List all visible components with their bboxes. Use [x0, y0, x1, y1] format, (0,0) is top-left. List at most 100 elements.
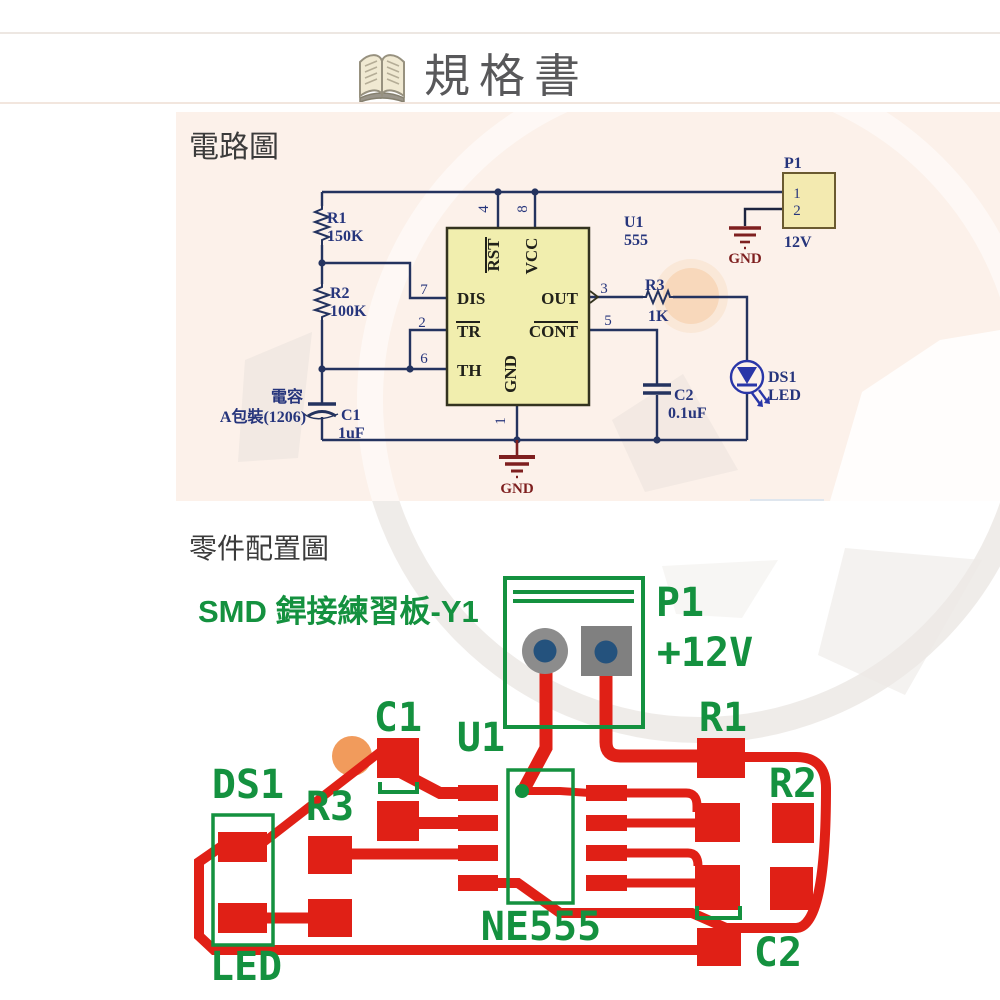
p1-value: 12V [784, 234, 812, 251]
vcc-pin-label: VCC [522, 238, 541, 275]
p1-gnd-label: GND [728, 251, 762, 267]
r3-pad-top [308, 836, 352, 874]
ne555-pad-r4 [586, 875, 627, 891]
p1-connector-symbol: P1 1 2 12V [743, 155, 836, 251]
pcb-traces [194, 666, 832, 955]
pin5-number: 5 [604, 313, 612, 329]
pcb-p1-label: P1 [656, 580, 704, 626]
main-gnd-label: GND [500, 481, 534, 497]
c2-bracket [695, 906, 742, 920]
p1-connector-pads [522, 626, 632, 676]
pad-mid-lower-left [695, 865, 740, 910]
pin2-number: 2 [418, 315, 426, 331]
ds1-pad-top [218, 832, 267, 862]
pin1-number: 1 [493, 417, 509, 425]
r2-pad-left [695, 803, 740, 842]
schematic-wires [311, 190, 783, 442]
c1-capacitor-symbol [302, 402, 339, 420]
pcb-12v-label: +12V [657, 630, 753, 676]
pcb-silkscreen [211, 576, 742, 947]
ne555-pad-r1 [586, 785, 627, 801]
circuit-section-label: 電路圖 [189, 131, 279, 164]
pin3-number: 3 [600, 281, 608, 297]
c1-value: 1uF [338, 425, 365, 442]
open-book-icon [359, 54, 405, 104]
pcb-section-label: 零件配置圖 [189, 533, 329, 564]
watermark-shapes-circuit [238, 112, 1000, 501]
ne555-pad-l1 [458, 785, 498, 801]
out-pin-label: OUT [541, 289, 579, 308]
pcb-c1-label: C1 [374, 695, 422, 741]
ne555-pin1-dot [515, 784, 529, 798]
c2-capacitor-symbol [643, 383, 671, 395]
c2-ref: C2 [674, 387, 694, 404]
th-pin-label: TH [457, 361, 482, 380]
out-pin-chevron [589, 290, 600, 304]
r3-value: 1K [648, 308, 669, 325]
p1-outline [503, 576, 645, 729]
watermark-shapes-pcb [372, 501, 1000, 743]
r1-value: 150K [327, 228, 364, 245]
r1-ref: R1 [327, 210, 347, 227]
pcb-r3-label: R3 [306, 784, 354, 830]
page-title: 規格書 [424, 50, 589, 102]
pcb-led-label: LED [210, 944, 282, 990]
u1-555-ic-body [445, 226, 591, 407]
r1-pad-top [697, 738, 745, 778]
ds1-ref: DS1 [768, 369, 796, 386]
schematic-diagram: RST VCC DIS OUT TR CONT TH GND 4 8 7 2 6… [220, 155, 836, 497]
c1-note-line2: A包裝(1206) [220, 407, 306, 426]
c1-pad-bottom [377, 801, 419, 841]
ic-pin-numbers: 4 8 7 2 6 3 5 1 [418, 205, 612, 425]
c1-ref: C1 [341, 407, 361, 424]
ne555-pad-r2 [586, 815, 627, 831]
pin4-number: 4 [476, 205, 492, 213]
pcb-u1-label: U1 [457, 715, 505, 761]
ne555-outline [506, 768, 575, 905]
schematic-component-labels: R1 150K R2 100K U1 555 R3 1K C1 1uF C2 0… [220, 210, 801, 442]
ds1-value: LED [768, 387, 801, 404]
c1-pad-top [377, 738, 419, 778]
r2-pad-right [772, 803, 814, 843]
c2-pad-bottom [697, 928, 741, 966]
ds1-pad-bottom [218, 903, 267, 933]
ic-gnd-pin-label: GND [501, 355, 520, 393]
ne555-pad-l2 [458, 815, 498, 831]
r3-pad-bottom [308, 899, 352, 937]
ic-pin-labels: RST VCC DIS OUT TR CONT TH GND [456, 237, 579, 393]
r2-ref: R2 [330, 285, 350, 302]
main-ground-symbol: GND [499, 440, 535, 497]
p1-ref: P1 [784, 155, 802, 172]
board-title: SMD 銲接練習板-Y1 [198, 594, 479, 629]
pcb-ds1-label: DS1 [212, 762, 284, 808]
pcb-r2-label: R2 [769, 761, 817, 807]
pcb-layout: P1 +12V C1 U1 R1 R2 DS1 R3 NE555 LED C2 [194, 576, 832, 990]
ne555-pad-l4 [458, 875, 498, 891]
pin7-number: 7 [420, 282, 428, 298]
rst-pin-label: RST [484, 238, 503, 272]
ds1-led-symbol [729, 359, 770, 407]
c2-value: 0.1uF [668, 405, 707, 422]
pcb-pads [218, 738, 814, 966]
p1-pin1-number: 1 [793, 186, 801, 202]
junction-dots [318, 188, 661, 444]
cont-pin-label: CONT [529, 322, 579, 341]
p1-pin2-number: 2 [793, 203, 801, 219]
dis-pin-label: DIS [457, 289, 485, 308]
p1-round-pad-hole [533, 639, 557, 663]
u1-value: 555 [624, 232, 648, 249]
c2-pad-top [770, 867, 813, 910]
pcb-ne555-label: NE555 [481, 904, 601, 950]
p1-square-pad-hole [594, 640, 618, 664]
pcb-r1-label: R1 [699, 695, 747, 741]
c1-note-line1: 電容 [271, 387, 303, 406]
r2-value: 100K [330, 303, 367, 320]
u1-ref: U1 [624, 214, 644, 231]
r3-ref: R3 [645, 277, 665, 294]
p1-ground-symbol: GND [728, 226, 762, 267]
pcb-labels: P1 +12V C1 U1 R1 R2 DS1 R3 NE555 LED C2 [210, 580, 817, 990]
ne555-pad-r3 [586, 845, 627, 861]
tr-pin-label: TR [457, 322, 481, 341]
